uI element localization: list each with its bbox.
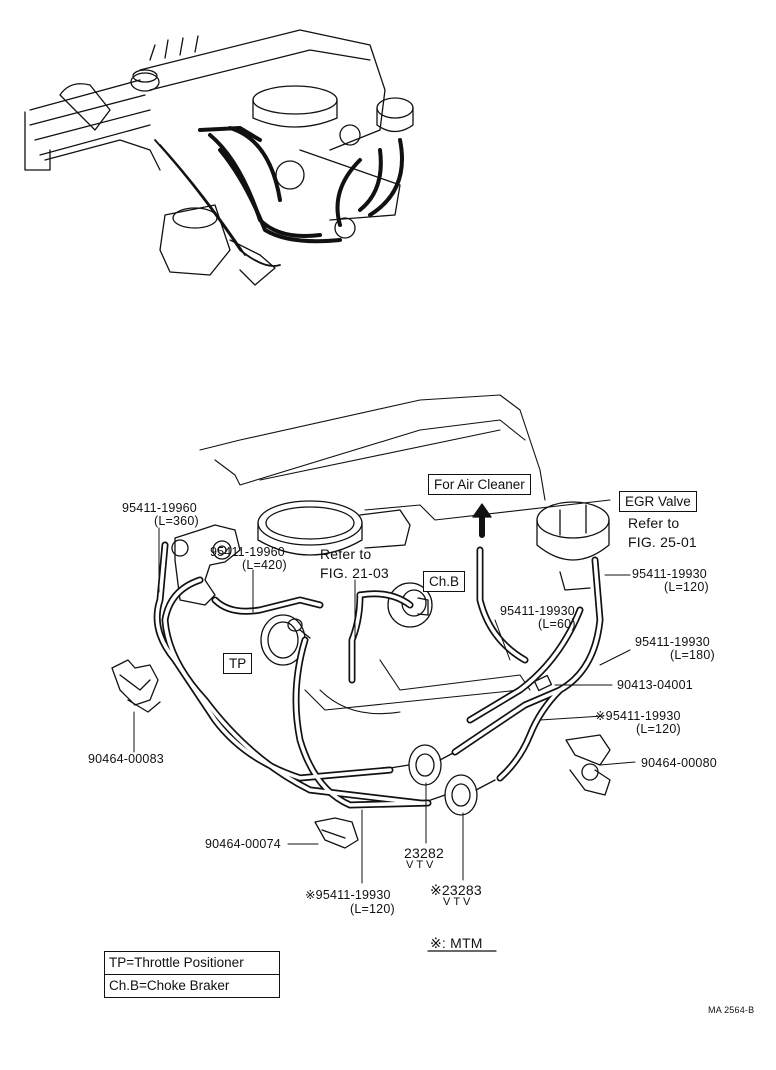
air-cleaner-arrow [472, 503, 492, 538]
label-90464-00080: 90464-00080 [641, 756, 717, 770]
label-95411-19930-mtm-bottom-length: (L=120) [350, 902, 395, 916]
label-ch-b: Ch.B [423, 571, 466, 592]
label-23282-vtv: VTV [406, 859, 437, 871]
vacuum-hoses [153, 541, 604, 809]
label-95411-19930-right-length: (L=120) [664, 580, 709, 594]
label-95411-19930-center-length: (L=60) [538, 617, 576, 631]
leader-lines [133, 527, 636, 884]
label-95411-19930-mtm-bottom: ※95411-19930 [305, 888, 391, 902]
label-egr-valve: EGR Valve [619, 491, 697, 512]
legend-tp: TP=Throttle Positioner [109, 955, 244, 970]
clamp-90464-00080 [565, 734, 611, 796]
connector-90413 [533, 674, 553, 692]
label-90413-04001: 90413-04001 [617, 678, 693, 692]
label-95411-19930-mtm-right-length: (L=120) [636, 722, 681, 736]
egr-valve [536, 501, 610, 591]
label-tp: TP [223, 653, 253, 674]
clamp-90464-00083 [111, 659, 161, 713]
label-refer-fig25-line2: FIG. 25-01 [628, 534, 697, 550]
overview-thin-lines [154, 139, 281, 267]
overview-hoses [198, 126, 404, 244]
label-refer-fig21-line2: FIG. 21-03 [320, 565, 389, 581]
label-90464-00083: 90464-00083 [88, 752, 164, 766]
label-95411-19930-180: 95411-19930 [635, 635, 710, 649]
label-refer-fig25-line1: Refer to [628, 515, 680, 531]
figure-code: MA 2564-B [708, 1005, 755, 1015]
label-95411-19960-a-length: (L=360) [154, 514, 199, 528]
label-95411-19960-b: 95411-19960 [210, 545, 285, 559]
label-mtm-note: ※: MTM [430, 935, 483, 951]
label-95411-19930-center: 95411-19930 [500, 604, 575, 618]
label-for-air-cleaner: For Air Cleaner [428, 474, 531, 495]
vtv-23282 [389, 744, 456, 786]
legend-box: TP=Throttle Positioner Ch.B=Choke Braker [104, 951, 280, 998]
label-95411-19930-mtm-right: ※95411-19930 [595, 709, 681, 723]
label-23283-vtv: VTV [443, 896, 474, 908]
label-23283: ※23283 [430, 882, 482, 898]
label-95411-19960-a: 95411-19960 [122, 501, 197, 515]
clamp-90464-00074 [314, 817, 359, 849]
air-cleaner-dome [257, 500, 411, 556]
label-95411-19960-b-length: (L=420) [242, 558, 287, 572]
label-95411-19930-180-length: (L=180) [670, 648, 715, 662]
engine-overview-illustration [24, 29, 414, 286]
legend-chb: Ch.B=Choke Braker [105, 974, 279, 997]
label-90464-00074: 90464-00074 [205, 837, 281, 851]
label-23282: 23282 [404, 845, 444, 861]
label-95411-19930-right: 95411-19930 [632, 567, 707, 581]
label-refer-fig21-line1: Refer to [320, 546, 372, 562]
left-intake-housing [171, 524, 241, 606]
